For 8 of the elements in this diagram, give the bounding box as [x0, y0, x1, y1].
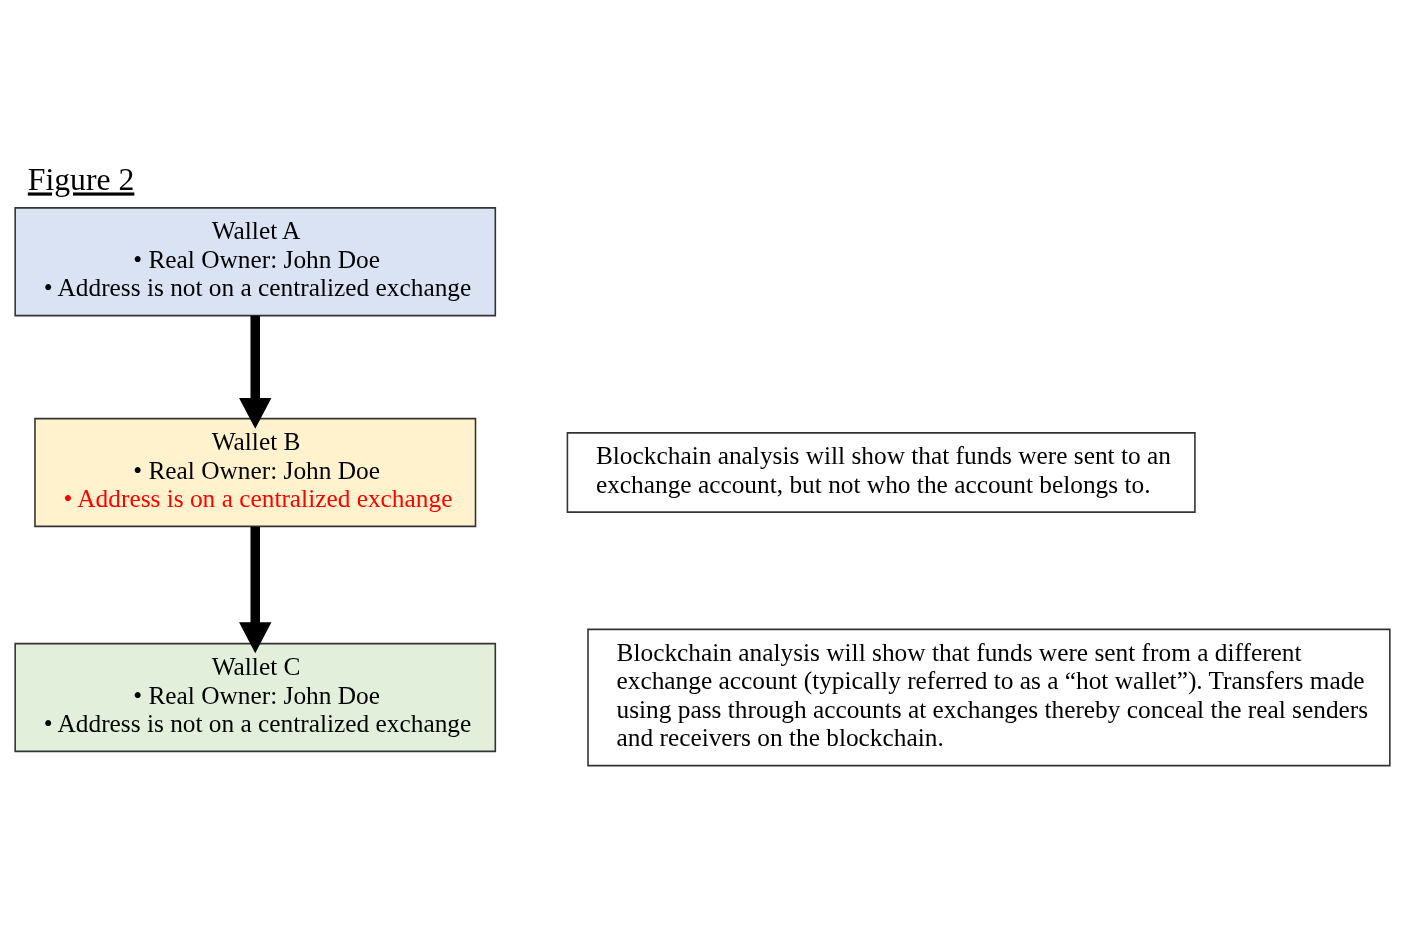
node-box: Wallet B • Real Owner: John Doe • Address is on a centralized exchange: [34, 417, 477, 528]
node-box: Blockchain analysis will show that funds were sent from a different exchange account (typically referred to as a “hot wallet”). Transfers made using pass through accounts at exchanges thereby conceal the real senders and receivers on the blockchain.: [587, 628, 1391, 767]
node-box: Blockchain analysis will show that funds were sent to an exchange account, but not who the account belongs to.: [566, 432, 1196, 513]
node-box: Wallet C • Real Owner: John Doe • Address is not on a centralized exchange: [14, 642, 497, 753]
arrow: [239, 526, 272, 654]
arrow: [239, 315, 272, 429]
node-box: Wallet A • Real Owner: John Doe • Address is not on a centralized exchange: [14, 207, 497, 317]
diagram-title: Figure 2: [27, 162, 135, 198]
